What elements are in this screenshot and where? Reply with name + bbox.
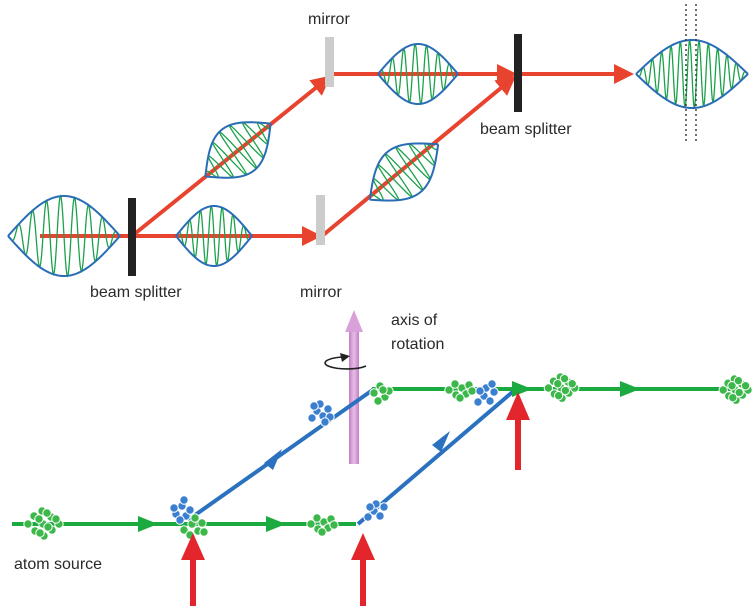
atom-source-label: atom source (14, 556, 102, 573)
beam-splitter-right-label: beam splitter (480, 121, 572, 138)
lower-return-wave-packet (368, 142, 440, 202)
bottom-mirror (316, 195, 325, 245)
axis-label-line1: axis of (391, 312, 438, 329)
left-beam-splitter (128, 198, 136, 276)
input-wave-packet (7, 194, 121, 278)
atom-cloud-upper-blue (307, 399, 335, 427)
laser-pulse-arrow-icon (506, 392, 530, 470)
path-arrow-6 (432, 431, 450, 452)
path-arrow-3 (512, 381, 532, 397)
upper-return-wave-packet (377, 42, 459, 106)
atom-cloud-source (23, 506, 64, 541)
atom-upper-diagonal-path (186, 387, 376, 522)
atom-cloud-lower-arm (306, 513, 339, 537)
path-arrow-4 (620, 381, 640, 397)
atom-cloud-upper-arm-2 (543, 372, 580, 403)
mirror-top-label: mirror (308, 11, 350, 28)
upper-arm-wave-packet (204, 121, 272, 179)
rotation-axis (345, 310, 363, 464)
beam-splitter-left-label: beam splitter (90, 284, 182, 301)
rotation-arrow-icon (324, 353, 367, 370)
lower-arm-wave-packet (175, 204, 253, 268)
light-interferometer: mirror mirror beam splitter beam splitte… (7, 4, 749, 301)
right-beam-splitter (514, 34, 522, 112)
output-wave-packet (635, 38, 749, 110)
axis-label-line2: rotation (391, 336, 444, 353)
atom-interferometer: axis of rotation atom source (12, 310, 753, 606)
laser-pulse-arrow-icon (181, 533, 205, 606)
laser-pulse-arrow-icon (351, 533, 375, 606)
atom-cloud-lower-blue (363, 499, 389, 522)
atom-cloud-output (718, 374, 753, 405)
mirror-bottom-label: mirror (300, 284, 342, 301)
atom-cloud-upper-arm-1 (444, 379, 477, 403)
atom-cloud-lower-right-blue (473, 379, 499, 407)
top-mirror (325, 37, 334, 87)
path-arrow-1 (138, 516, 158, 532)
path-arrow-2 (266, 516, 286, 532)
upper-arm-beam (130, 75, 332, 238)
atom-cloud-split-blue (169, 495, 195, 525)
path-arrow-5 (264, 449, 282, 470)
lower-return-beam (320, 75, 517, 238)
atom-cloud-upper-left-green (369, 381, 394, 406)
atom-lower-diagonal-path (356, 387, 518, 526)
atom-cloud-split-green (179, 513, 209, 540)
